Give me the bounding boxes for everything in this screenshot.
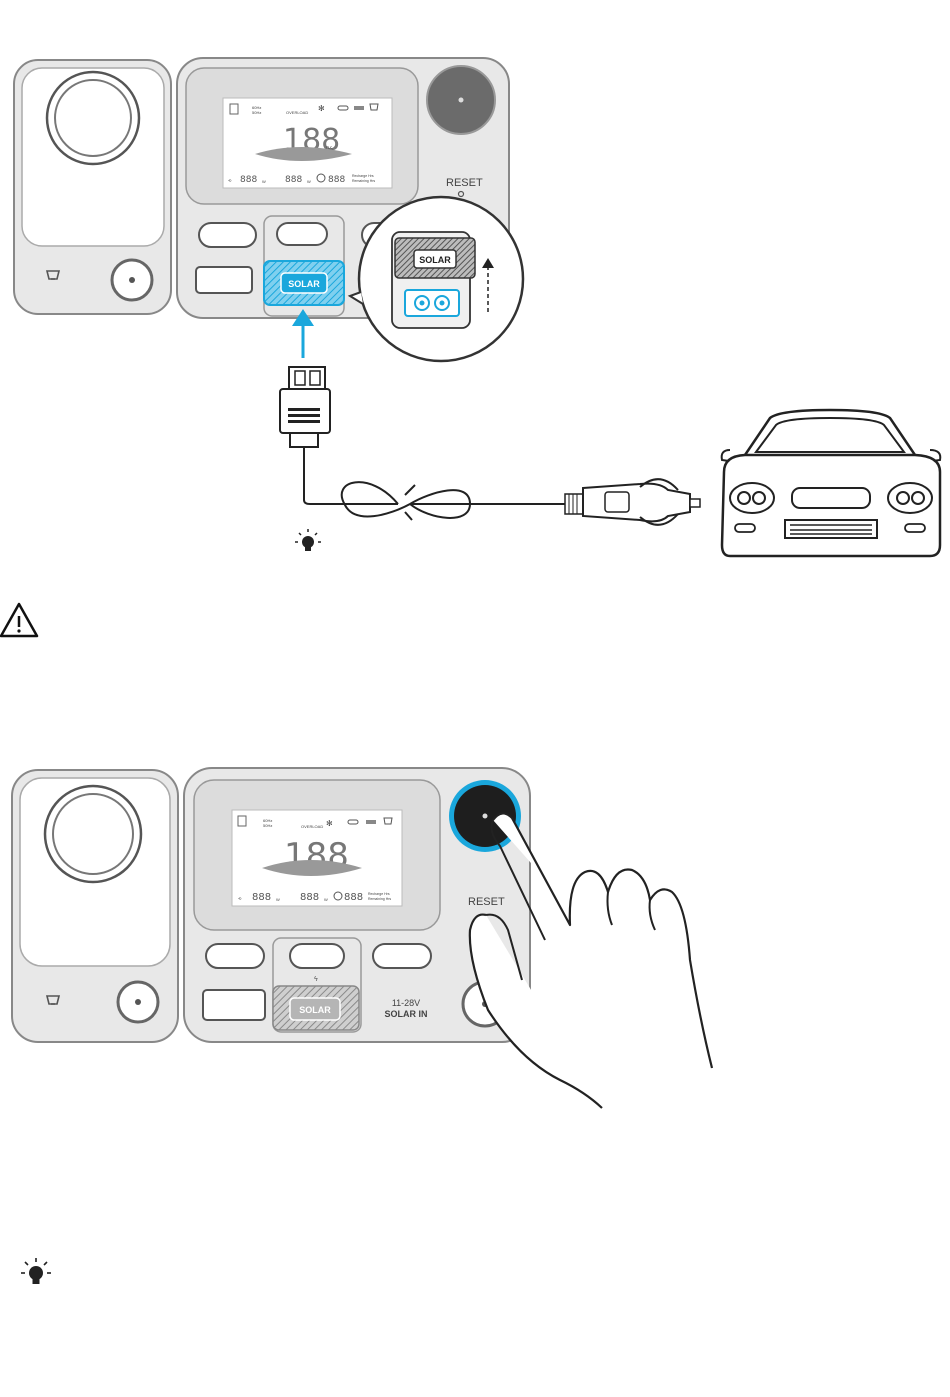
usb-a-port [196, 267, 252, 293]
usb-a-icon [354, 106, 364, 110]
car-charger-cable-icon [280, 367, 700, 525]
solar-voltage-label: 11-28V [392, 998, 420, 1008]
lcd-output-unit: W [307, 179, 311, 184]
lcd-remaining-label: Remaining Hrs [352, 179, 375, 183]
lcd-input-digits: 888 [240, 175, 257, 185]
lcd-overload: OVERLOAD [286, 110, 308, 115]
lcd-screen-2: 60Hz 50Hz OVERLOAD ✻ 188 % ⟲ 888 W 888 W… [194, 780, 440, 930]
solar-port-label-2: SOLAR [299, 1005, 331, 1015]
solar-input-port-highlighted[interactable]: SOLAR [264, 261, 344, 305]
usb-a-port-2 [203, 990, 265, 1020]
lcd2-input-unit: W [276, 897, 280, 902]
reset-label: RESET [446, 177, 483, 189]
dc-port-2 [118, 982, 158, 1022]
solar-in-label: SOLAR IN [384, 1009, 427, 1019]
side-panel-left [14, 60, 171, 314]
usb-a-icon-2 [366, 820, 376, 824]
usb-c-port-2-2 [290, 944, 344, 968]
lcd-input-unit: W [262, 179, 266, 184]
lcd2-output-digits: 888 [300, 892, 319, 903]
fan-icon: ✻ [318, 104, 325, 113]
usb-c-port-2-3 [373, 944, 431, 968]
reset-label-2: RESET [468, 896, 505, 908]
lcd-screen: 60Hz 50Hz OVERLOAD ✻ 188 % ⟲ 888 W 888 W… [186, 68, 418, 204]
power-button[interactable] [427, 66, 495, 134]
dc-port [112, 260, 152, 300]
lcd2-time-digits: 888 [344, 892, 363, 903]
lcd2-remaining-label: Remaining Hrs [368, 897, 391, 901]
lcd2-output-unit: W [324, 897, 328, 902]
lcd-output-digits: 888 [285, 175, 302, 185]
zoom-solar-socket [405, 290, 459, 316]
lcd2-freq-b: 50Hz [263, 823, 272, 828]
lcd2-overload: OVERLOAD [301, 824, 323, 829]
solar-port-label: SOLAR [288, 279, 320, 289]
fan-icon-2: ✻ [326, 819, 333, 828]
usb-c-port-1 [199, 223, 256, 247]
solar-bolt-icon: ϟ [314, 976, 318, 983]
car-icon [722, 410, 941, 556]
tip-bulb-icon-2 [21, 1258, 51, 1284]
usb-c-port-2 [277, 223, 327, 245]
usb-c-port-2-1 [206, 944, 264, 968]
main-panel-2: 60Hz 50Hz OVERLOAD ✻ 188 % ⟲ 888 W 888 W… [184, 768, 530, 1042]
side-panel-left-2 [12, 770, 178, 1042]
tip-bulb-icon [295, 529, 321, 551]
lcd-time-digits: 888 [328, 175, 345, 185]
hand-icon [470, 813, 712, 1108]
zoom-solar-cover-label: SOLAR [419, 255, 451, 265]
figure-1-car-charging: 60Hz 50Hz OVERLOAD ✻ 188 % ⟲ 888 W 888 W… [14, 58, 940, 556]
figure-2-power-on: 60Hz 50Hz OVERLOAD ✻ 188 % ⟲ 888 W 888 W… [12, 768, 712, 1108]
lcd2-recharge-label: Recharge Hrs [368, 892, 390, 896]
solar-input-port[interactable]: SOLAR [273, 986, 359, 1030]
lcd-recharge-label: Recharge Hrs [352, 174, 374, 178]
lcd-freq-b: 50Hz [252, 110, 261, 115]
warning-icon [1, 604, 37, 636]
lcd2-input-digits: 888 [252, 892, 271, 903]
